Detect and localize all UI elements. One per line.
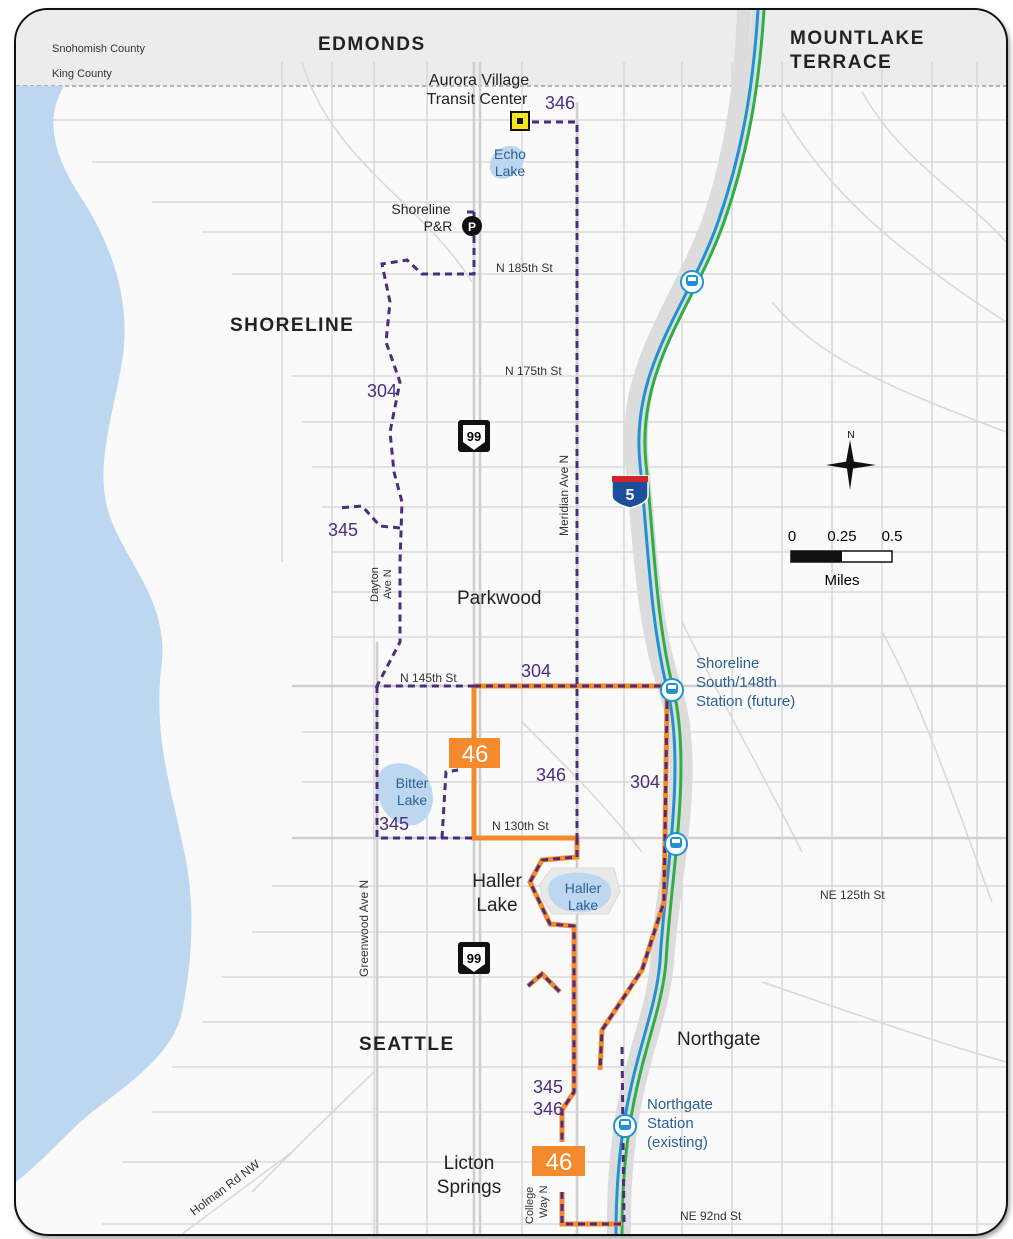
interstate-5 — [606, 10, 766, 1234]
street-n145-label: N 145th St — [400, 671, 457, 685]
scale-bar-fill — [791, 551, 842, 562]
sr99-shield — [458, 420, 490, 452]
shoreline-pr-label: Shoreline — [391, 201, 450, 217]
street-grid — [16, 61, 1006, 1234]
scale-tick-05: 0.5 — [882, 528, 903, 545]
routes-304-345-346 — [337, 120, 579, 840]
bitter-lake-label: Bitter — [396, 775, 429, 791]
snohomish-county-label: Snohomish County — [52, 43, 145, 55]
north-arrow-icon — [826, 440, 876, 490]
park-and-ride-glyph: P — [468, 220, 476, 234]
street-ne125-label: NE 125th St — [820, 888, 885, 902]
street-ne92-label: NE 92nd St — [680, 1209, 742, 1223]
bitter-lake-label-2: Lake — [397, 792, 428, 808]
north-label: N — [847, 430, 854, 441]
route-346-label: 346 — [533, 1099, 563, 1119]
haller-lake-area-label: Haller — [472, 871, 522, 892]
echo-lake-label-2: Lake — [495, 163, 526, 179]
route-346-label: 346 — [536, 765, 566, 785]
aurora-village-label: Aurora Village — [429, 72, 529, 89]
bitter-lake-water — [377, 763, 433, 826]
licton-label: Licton — [444, 1153, 495, 1174]
street-n185-label: N 185th St — [496, 261, 553, 275]
echo-lake-water — [489, 145, 525, 179]
haller-lake-water — [548, 872, 612, 913]
northgate-label: Northgate — [677, 1029, 760, 1050]
haller-lake-label: Haller — [565, 880, 602, 896]
route-46-line — [471, 683, 670, 1227]
route-304-label: 304 — [521, 661, 551, 681]
shoreline-pr-label-2: P&R — [424, 218, 453, 234]
route-46-label: 46 — [546, 1149, 573, 1176]
terrace-label: TERRACE — [790, 52, 892, 73]
route-304-label: 304 — [630, 772, 660, 792]
northgate-station-label: Northgate — [647, 1096, 713, 1113]
shoreline-station-label-3: Station (future) — [696, 693, 795, 710]
seattle-label: SEATTLE — [359, 1034, 455, 1055]
king-county-label: King County — [52, 68, 112, 80]
haller-lake-area-label-2: Lake — [476, 895, 517, 916]
haller-lake-label-2: Lake — [568, 897, 599, 913]
shoreline-station-label: Shoreline — [696, 655, 759, 672]
map-canvas: 46 46 99 99 5 P N 0 0.25 0.5 Miles Snoho… — [16, 10, 1006, 1234]
transit-map: 46 46 99 99 5 P N 0 0.25 0.5 Miles Snoho… — [14, 8, 1008, 1236]
edmonds-label: EDMONDS — [318, 34, 426, 55]
route-304-label: 304 — [367, 381, 397, 401]
street-college-label-2: Way N — [538, 1185, 550, 1218]
route-number-labels: 346 304 345 304 346 304 345 345 346 — [328, 93, 660, 1119]
route-345-label: 345 — [379, 814, 409, 834]
route-345-label: 345 — [533, 1077, 563, 1097]
park-and-ride-icon — [462, 216, 482, 236]
transit-center-label: Transit Center — [427, 91, 528, 108]
street-meridian-label: Meridian Ave N — [557, 455, 571, 536]
light-rail-station-icon — [660, 678, 684, 702]
parkwood-label: Parkwood — [457, 588, 542, 609]
street-greenwood-label: Greenwood Ave N — [357, 880, 371, 977]
mountlake-label: MOUNTLAKE — [790, 28, 925, 49]
street-holman-label: Holman Rd NW — [187, 1157, 263, 1219]
scale-tick-0: 0 — [788, 528, 796, 545]
street-dayton-label-2: Ave N — [382, 569, 394, 599]
puget-sound-water — [16, 86, 192, 1182]
transit-center-icon-center — [517, 118, 523, 124]
route-46-shield — [449, 738, 500, 768]
route-345-346-304-overlay — [474, 684, 669, 1226]
street-n130-label: N 130th St — [492, 819, 549, 833]
i5-shield — [611, 475, 649, 509]
street-n175-label: N 175th St — [505, 364, 562, 378]
route-345-label: 345 — [328, 520, 358, 540]
snohomish-county-area — [16, 10, 1006, 86]
light-rail-station-icon — [680, 270, 704, 294]
light-rail-station-icon — [664, 832, 688, 856]
street-college-label: College — [524, 1187, 536, 1224]
route-346-label: 346 — [545, 93, 575, 113]
northgate-station-label-2: Station — [647, 1115, 694, 1132]
echo-lake-label: Echo — [494, 146, 526, 162]
scale-unit: Miles — [824, 572, 859, 589]
sr99-shield — [458, 942, 490, 974]
sr99-label: 99 — [467, 429, 481, 444]
i5-label: 5 — [626, 487, 635, 504]
sr99-label: 99 — [467, 951, 481, 966]
route-46-label: 46 — [462, 741, 489, 768]
northgate-station-label-3: (existing) — [647, 1134, 708, 1151]
street-dayton-label: Dayton — [369, 567, 381, 602]
shoreline-label: SHORELINE — [230, 315, 354, 336]
scale-tick-025: 0.25 — [827, 528, 856, 545]
shoreline-station-label-2: South/148th — [696, 674, 777, 691]
springs-label: Springs — [437, 1177, 501, 1198]
light-rail-station-icon — [613, 1114, 637, 1138]
route-46-shield — [532, 1146, 585, 1176]
